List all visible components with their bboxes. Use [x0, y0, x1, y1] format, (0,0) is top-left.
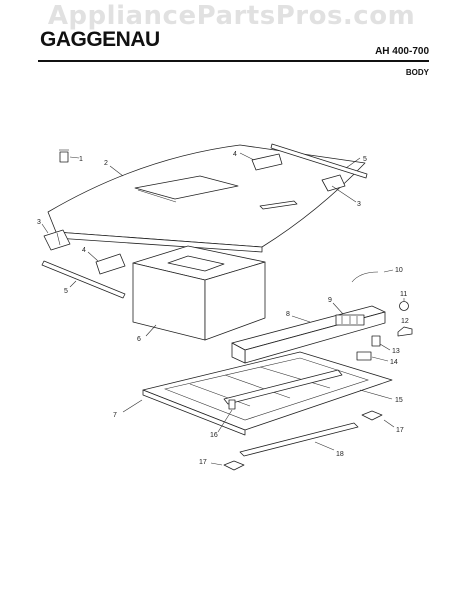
part-1-cap [59, 149, 80, 163]
part-12-button [397, 326, 413, 337]
part-15-crossbar [223, 369, 393, 405]
part-2-canopy [47, 144, 366, 253]
callout-17-left: 17 [199, 459, 207, 466]
callout-9: 9 [328, 297, 332, 304]
callout-4-right: 4 [233, 151, 237, 158]
callout-3-right: 3 [357, 201, 361, 208]
callout-16: 16 [210, 432, 218, 439]
part-17-foot-right [361, 410, 395, 428]
part-9-switch-panel [332, 302, 365, 326]
part-5-rod-lower [41, 260, 126, 299]
callout-12: 12 [401, 318, 409, 325]
part-3-clip-right [321, 174, 357, 203]
brand-logo: GAGGENAU [40, 28, 160, 51]
part-5-rod-upper [270, 143, 368, 179]
callout-7: 7 [113, 412, 117, 419]
callout-10: 10 [395, 267, 403, 274]
callout-18: 18 [336, 451, 344, 458]
part-13-socket [371, 335, 391, 351]
section-title: BODY [405, 68, 429, 77]
part-6-housing [132, 245, 266, 341]
part-10-cable [351, 269, 394, 283]
callout-11: 11 [400, 291, 407, 298]
part-3-clip-left [41, 223, 71, 251]
callout-13: 13 [392, 348, 400, 355]
header-rule [38, 60, 429, 62]
callout-14: 14 [390, 359, 398, 366]
watermark: AppliancePartsPros.com [47, 1, 416, 31]
part-16-mount [217, 399, 236, 433]
part-4-bracket-left [87, 251, 126, 275]
callout-3-left: 3 [37, 219, 41, 226]
part-11-knob [399, 298, 409, 311]
callout-5-upper: 5 [363, 156, 367, 163]
part-14-block [356, 351, 389, 362]
part-4-bracket-right [239, 152, 283, 171]
callout-2: 2 [104, 160, 108, 167]
part-17-foot-left [210, 460, 245, 471]
callout-4-left: 4 [82, 247, 86, 254]
callout-1: 1 [79, 156, 83, 163]
callout-15: 15 [395, 397, 403, 404]
callout-8: 8 [286, 311, 290, 318]
model-number: AH 400-700 [375, 46, 429, 57]
callout-17-right: 17 [396, 427, 404, 434]
callout-6: 6 [137, 336, 141, 343]
callout-5-lower: 5 [64, 288, 68, 295]
part-18-strip [239, 422, 359, 457]
